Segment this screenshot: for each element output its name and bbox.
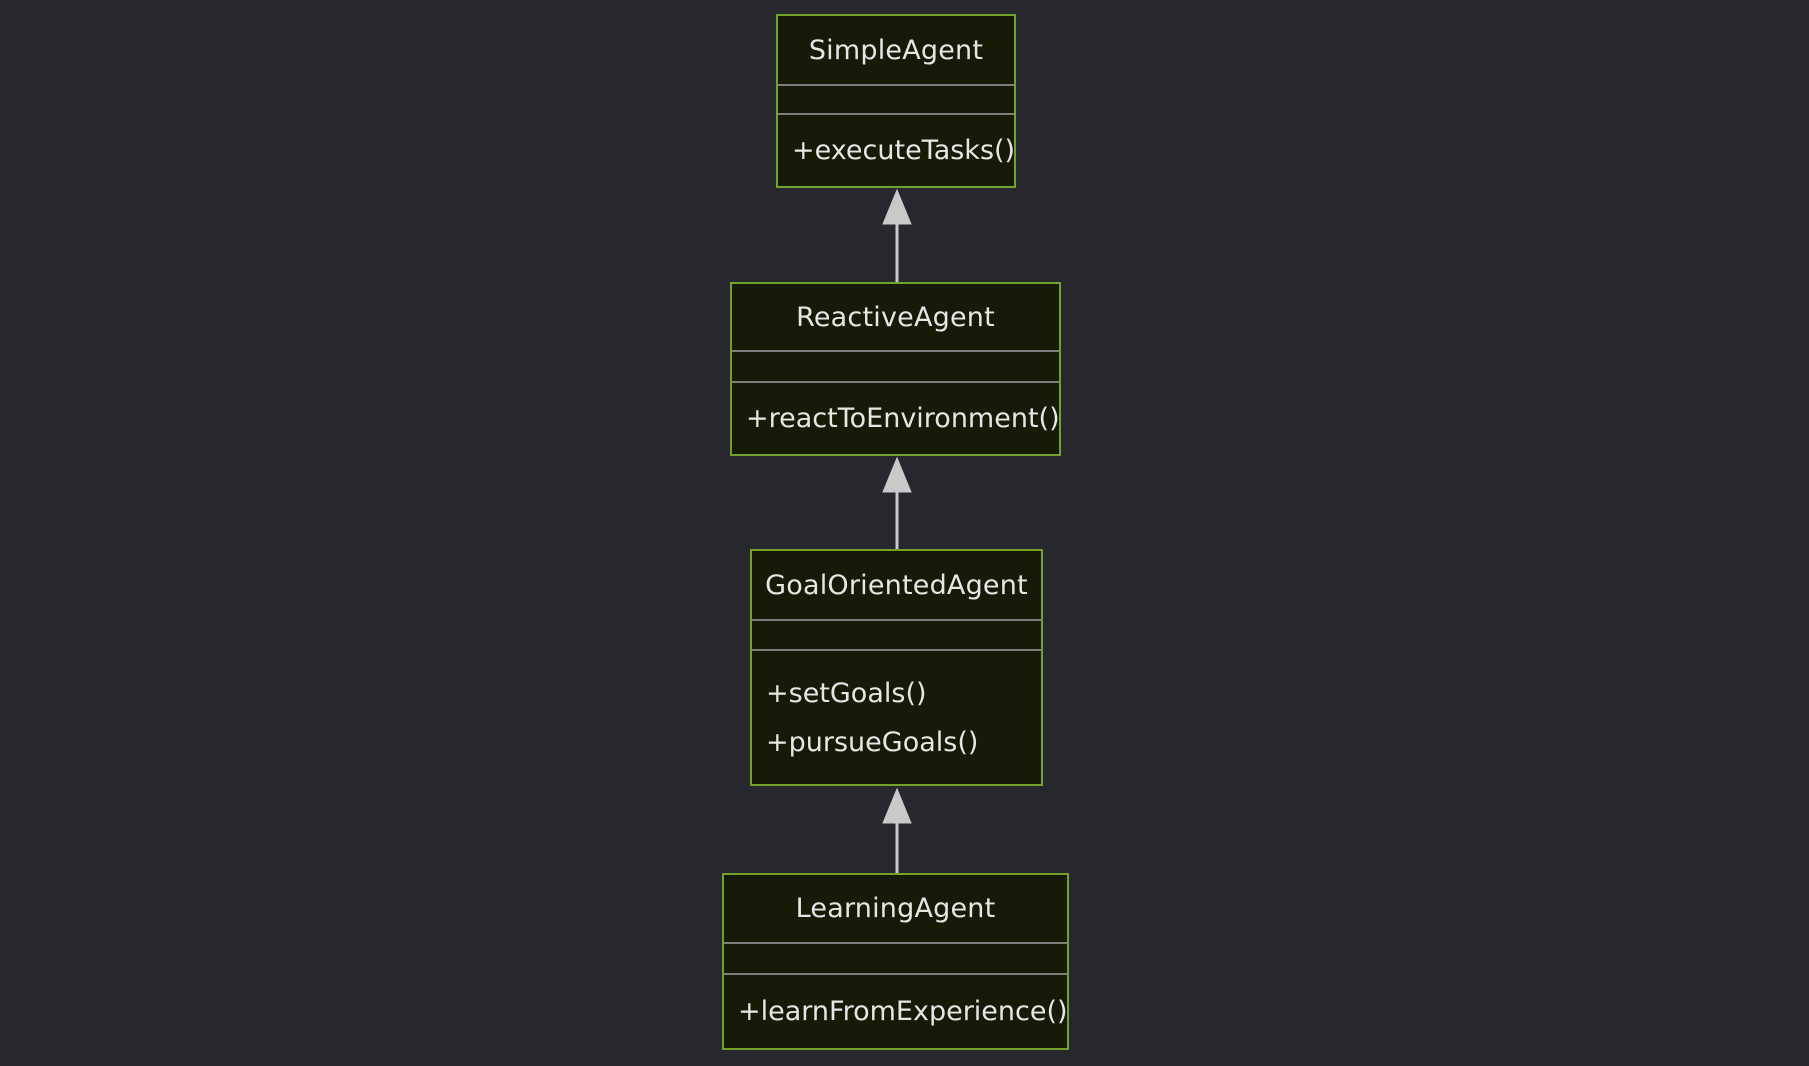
class-methods-reactive-agent: +reactToEnvironment() [732,383,1060,454]
class-methods-goal-oriented-agent: +setGoals() +pursueGoals() [752,651,1041,784]
class-name-goal-oriented-agent: GoalOrientedAgent [752,551,1041,621]
class-attributes-simple-agent [778,86,1014,115]
class-name-reactive-agent: ReactiveAgent [732,284,1059,352]
generalization-edge-reactive-to-simple [882,188,912,282]
class-name-learning-agent: LearningAgent [724,875,1067,944]
class-name-simple-agent: SimpleAgent [778,16,1014,86]
class-methods-simple-agent: +executeTasks() [778,115,1016,186]
uml-class-learning-agent[interactable]: LearningAgent +learnFromExperience() [722,873,1069,1050]
method-item: +learnFromExperience() [738,996,1068,1027]
class-methods-learning-agent: +learnFromExperience() [724,975,1068,1048]
method-item: +reactToEnvironment() [746,403,1060,434]
uml-class-goal-oriented-agent[interactable]: GoalOrientedAgent +setGoals() +pursueGoals… [750,549,1043,786]
class-attributes-goal-oriented-agent [752,621,1041,651]
generalization-arrowhead-icon [882,188,912,225]
uml-class-reactive-agent[interactable]: ReactiveAgent +reactToEnvironment() [730,282,1061,456]
generalization-edge-learning-to-goal [882,787,912,873]
generalization-arrowhead-icon [882,787,912,824]
method-item: +setGoals() [766,677,927,709]
class-attributes-learning-agent [724,944,1067,975]
generalization-edge-goal-to-reactive [882,456,912,549]
uml-class-simple-agent[interactable]: SimpleAgent +executeTasks() [776,14,1016,188]
method-item: +executeTasks() [792,135,1016,166]
generalization-arrowhead-icon [882,456,912,493]
class-attributes-reactive-agent [732,352,1059,383]
method-item: +pursueGoals() [766,726,979,758]
